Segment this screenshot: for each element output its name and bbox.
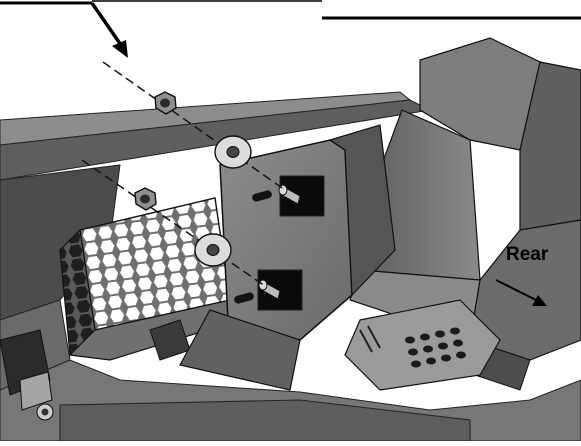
studs <box>258 184 301 300</box>
rear-direction-arrow <box>495 279 547 306</box>
washers <box>194 135 252 267</box>
nuts <box>134 91 177 211</box>
bracket <box>179 124 396 391</box>
step-plate <box>344 299 501 391</box>
mesh-guard <box>59 197 241 361</box>
rear-label: Rear <box>506 244 549 265</box>
lower-left-parts <box>0 319 191 421</box>
frame-border <box>0 0 581 20</box>
callout-arrow <box>90 2 128 58</box>
assembly-axis-lines <box>81 61 286 287</box>
